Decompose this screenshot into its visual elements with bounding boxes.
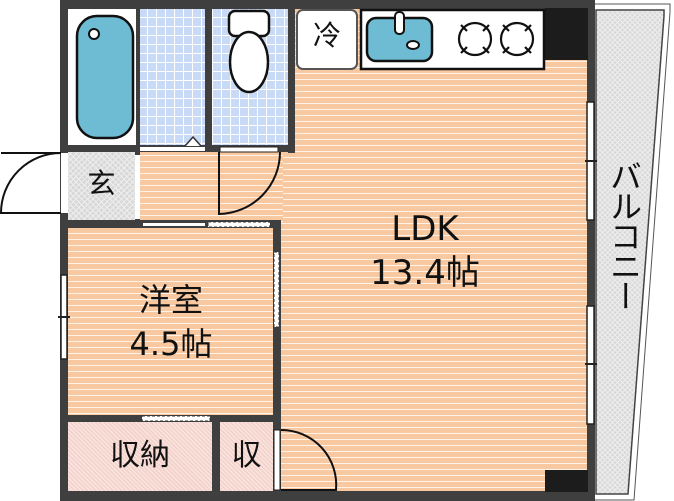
entrance-step-opening xyxy=(135,155,140,219)
faucet-icon xyxy=(394,11,405,35)
wall-storage-divider xyxy=(212,418,220,493)
stove-burner-icon xyxy=(457,21,535,57)
ldk-door-swing xyxy=(280,428,338,491)
washroom-opening xyxy=(140,147,205,151)
wall-right xyxy=(587,0,595,501)
ldk-door[interactable] xyxy=(273,429,281,491)
storage-small-label: 収 xyxy=(231,438,262,473)
western-room-size: 4.5帖 xyxy=(129,325,213,363)
toilet-icon xyxy=(227,9,271,94)
western-room-name: 洋室 xyxy=(138,281,203,319)
toilet-door[interactable] xyxy=(219,146,279,153)
ldk-size: 13.4帖 xyxy=(370,253,480,293)
wall-bottom xyxy=(60,491,595,501)
ldk-name: LDK xyxy=(391,209,459,249)
step-icon xyxy=(184,135,202,147)
storage-label: 収納 xyxy=(110,438,170,473)
wall-bath-wash xyxy=(136,8,140,148)
balcony-label: バルコニー xyxy=(605,160,643,310)
entrance-door-swing xyxy=(0,152,62,214)
pillar xyxy=(545,8,588,60)
western-door-opening xyxy=(143,223,205,226)
storage-sliding-door xyxy=(141,415,211,422)
wall-toilet-ldk xyxy=(288,8,295,153)
western-room-floor xyxy=(68,228,274,418)
entrance-floor xyxy=(68,152,135,220)
storage-small-closet[interactable] xyxy=(220,422,273,491)
wall-top xyxy=(60,0,595,9)
corridor-floor xyxy=(138,150,283,222)
fridge-space xyxy=(296,9,358,70)
ldk-floor xyxy=(280,8,588,492)
washroom xyxy=(138,8,205,146)
toilet-door-swing xyxy=(218,151,281,216)
storage-closet[interactable] xyxy=(68,422,212,491)
fridge-label: 冷 xyxy=(312,19,341,52)
wall-left xyxy=(60,0,68,501)
drain-icon xyxy=(88,28,100,40)
wall-wash-toilet xyxy=(205,8,212,148)
entrance-door[interactable] xyxy=(61,153,68,213)
pillar xyxy=(545,470,588,492)
sliding-door xyxy=(273,251,280,328)
sliding-door xyxy=(207,221,271,228)
wall-western-right xyxy=(273,220,281,495)
bathtub-icon xyxy=(75,14,135,140)
entrance-label: 玄 xyxy=(87,167,116,200)
